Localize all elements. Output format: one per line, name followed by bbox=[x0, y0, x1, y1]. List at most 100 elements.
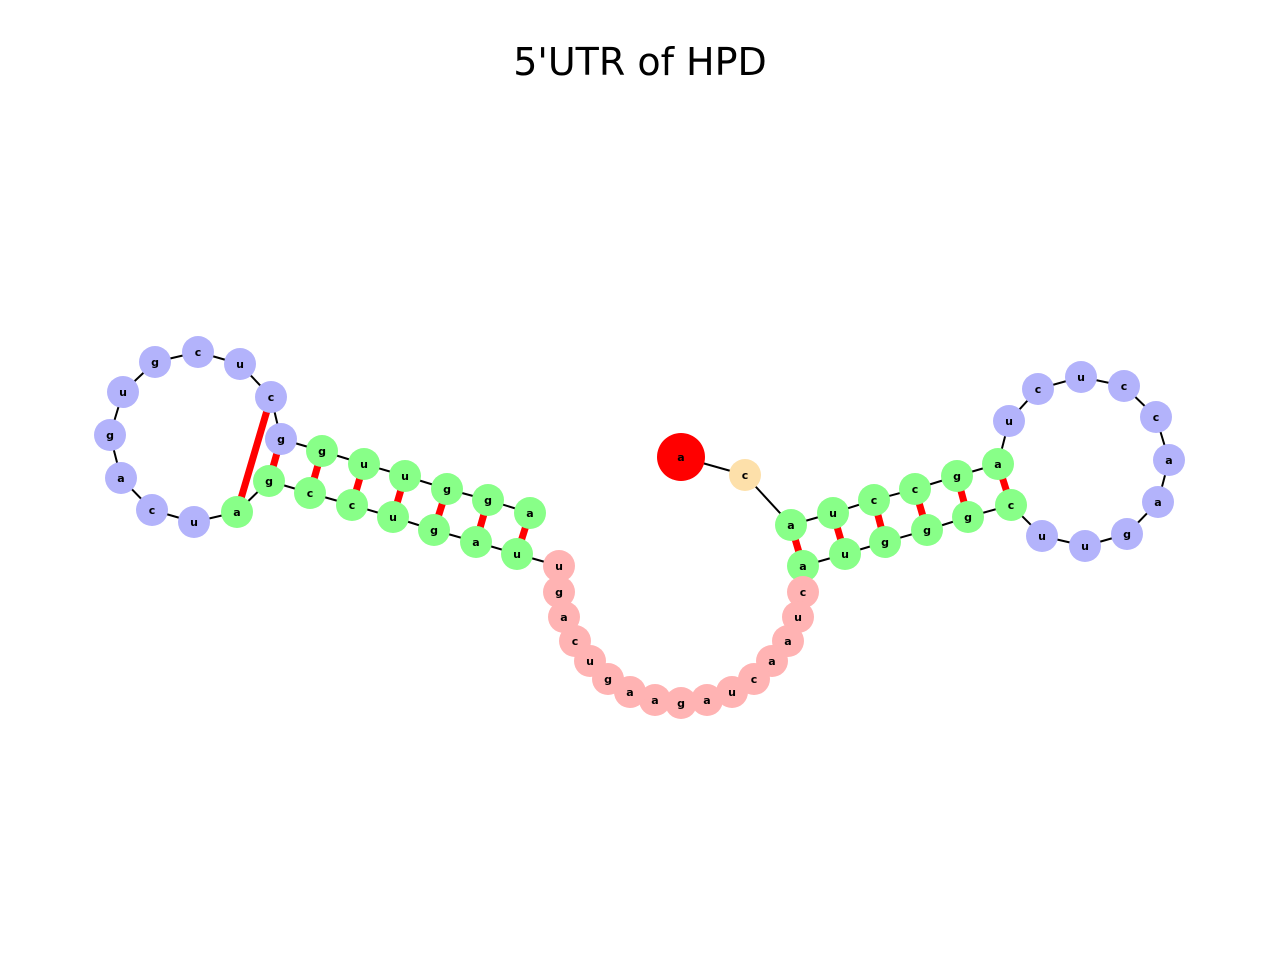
nucleotide-label: c bbox=[1121, 380, 1128, 393]
nucleotide-label: u bbox=[829, 507, 837, 520]
nucleotide-label: u bbox=[1077, 371, 1085, 384]
nucleotide-label: g bbox=[151, 356, 159, 369]
nucleotide-label: c bbox=[149, 504, 156, 517]
nucleotide-circle bbox=[691, 684, 723, 716]
nucleotide-label: a bbox=[787, 519, 794, 532]
nucleotide-stem: g bbox=[431, 473, 463, 505]
nucleotide-label: a bbox=[472, 536, 479, 549]
nucleotide-hairpin-loop: u bbox=[1026, 520, 1058, 552]
nucleotide-circle bbox=[729, 459, 761, 491]
nucleotide-circle bbox=[858, 484, 890, 516]
nucleotide-label: c bbox=[307, 487, 314, 500]
nucleotide-label: c bbox=[1035, 383, 1042, 396]
nucleotide-circle bbox=[460, 526, 492, 558]
nucleotide-hairpin-loop: u bbox=[993, 405, 1025, 437]
nucleotide-multiloop: u bbox=[543, 550, 575, 582]
nucleotide-multiloop: a bbox=[639, 684, 671, 716]
nucleotide-circle bbox=[294, 477, 326, 509]
nucleotide-stem: g bbox=[418, 514, 450, 546]
nucleotide-label: g bbox=[443, 483, 451, 496]
nucleotide-stem: c bbox=[995, 489, 1027, 521]
nucleotide-hairpin-loop: c bbox=[182, 336, 214, 368]
nucleotide-circle bbox=[543, 576, 575, 608]
nucleotide-stem: g bbox=[941, 460, 973, 492]
nucleotide-label: g bbox=[265, 475, 273, 488]
nucleotide-stem: c bbox=[294, 477, 326, 509]
nucleotide-hairpin-loop: a bbox=[105, 462, 137, 494]
nucleotide-circle bbox=[105, 462, 137, 494]
nucleotide-circle bbox=[178, 506, 210, 538]
nucleotide-circle bbox=[941, 460, 973, 492]
nucleotide-label: g bbox=[430, 524, 438, 537]
nucleotide-multiloop: g bbox=[543, 576, 575, 608]
nucleotide-circle bbox=[982, 448, 1014, 480]
nucleotide-stem: a bbox=[460, 526, 492, 558]
nucleotide-circle bbox=[253, 465, 285, 497]
nucleotide-circle bbox=[817, 497, 849, 529]
nucleotide-circle bbox=[336, 489, 368, 521]
nucleotide-circle bbox=[1022, 373, 1054, 405]
nucleotide-hairpin-loop: g bbox=[139, 346, 171, 378]
nucleotide-label: u bbox=[401, 470, 409, 483]
nucleotide-stem: u bbox=[501, 538, 533, 570]
nucleotide-stem: g bbox=[911, 514, 943, 546]
nucleotide-circle bbox=[1069, 530, 1101, 562]
nucleotide-label: u bbox=[513, 548, 521, 561]
nucleotide-stem: u bbox=[829, 538, 861, 570]
nucleotide-label: g bbox=[923, 524, 931, 537]
nucleotide-stem: a bbox=[221, 496, 253, 528]
nucleotide-circle bbox=[787, 576, 819, 608]
nucleotide-circle bbox=[107, 376, 139, 408]
nucleotide-label: g bbox=[555, 586, 563, 599]
nucleotide-hairpin-loop: u bbox=[107, 376, 139, 408]
nucleotide-hairpin-loop: u bbox=[1069, 530, 1101, 562]
nucleotide-label: c bbox=[871, 494, 878, 507]
nucleotide-label: g bbox=[964, 511, 972, 524]
nucleotide-circle bbox=[306, 435, 338, 467]
nucleotide-hairpin-loop: c bbox=[1022, 373, 1054, 405]
nucleotide-unpaired-5prime: c bbox=[729, 459, 761, 491]
nucleotides-layer: acauccgaucuccaaguucggguacuaacuagaagucagu… bbox=[94, 336, 1185, 719]
nucleotide-stem: c bbox=[858, 484, 890, 516]
base-pair-bond bbox=[233, 396, 275, 513]
nucleotide-circle bbox=[501, 538, 533, 570]
nucleotide-label: c bbox=[195, 346, 202, 359]
nucleotide-label: g bbox=[277, 433, 285, 446]
nucleotide-multiloop: c bbox=[787, 576, 819, 608]
nucleotide-stem: g bbox=[306, 435, 338, 467]
nucleotide-hairpin-loop: g bbox=[1111, 518, 1143, 550]
nucleotide-stem: u bbox=[348, 448, 380, 480]
nucleotide-hairpin-loop: a bbox=[1153, 444, 1185, 476]
nucleotide-hairpin-loop: g bbox=[265, 423, 297, 455]
nucleotide-label: c bbox=[912, 483, 919, 496]
nucleotide-hairpin-loop: c bbox=[136, 494, 168, 526]
nucleotide-hairpin-loop: c bbox=[1108, 370, 1140, 402]
nucleotide-label: a bbox=[768, 655, 775, 668]
nucleotide-label: u bbox=[841, 548, 849, 561]
nucleotide-circle bbox=[389, 460, 421, 492]
nucleotide-label: u bbox=[119, 386, 127, 399]
nucleotide-label: u bbox=[190, 516, 198, 529]
nucleotide-circle bbox=[348, 448, 380, 480]
nucleotide-circle bbox=[94, 419, 126, 451]
nucleotide-label: c bbox=[268, 391, 275, 404]
nucleotide-circle bbox=[265, 423, 297, 455]
nucleotide-label: a bbox=[799, 560, 806, 573]
nucleotide-circle bbox=[1140, 401, 1172, 433]
nucleotide-hairpin-loop: u bbox=[224, 348, 256, 380]
nucleotide-hairpin-loop: c bbox=[1140, 401, 1172, 433]
nucleotide-label: c bbox=[751, 673, 758, 686]
nucleotide-label: u bbox=[1081, 540, 1089, 553]
nucleotide-label: c bbox=[1153, 411, 1160, 424]
nucleotide-hairpin-loop: a bbox=[1142, 486, 1174, 518]
nucleotide-circle bbox=[716, 676, 748, 708]
nucleotide-circle bbox=[1142, 486, 1174, 518]
nucleotide-label: c bbox=[800, 586, 807, 599]
nucleotide-label: a bbox=[526, 507, 533, 520]
nucleotide-stem: g bbox=[253, 465, 285, 497]
nucleotide-label: a bbox=[784, 635, 791, 648]
nucleotide-label: c bbox=[742, 469, 749, 482]
nucleotide-label: g bbox=[953, 470, 961, 483]
nucleotide-hairpin-loop: u bbox=[1065, 361, 1097, 393]
nucleotide-circle bbox=[782, 601, 814, 633]
